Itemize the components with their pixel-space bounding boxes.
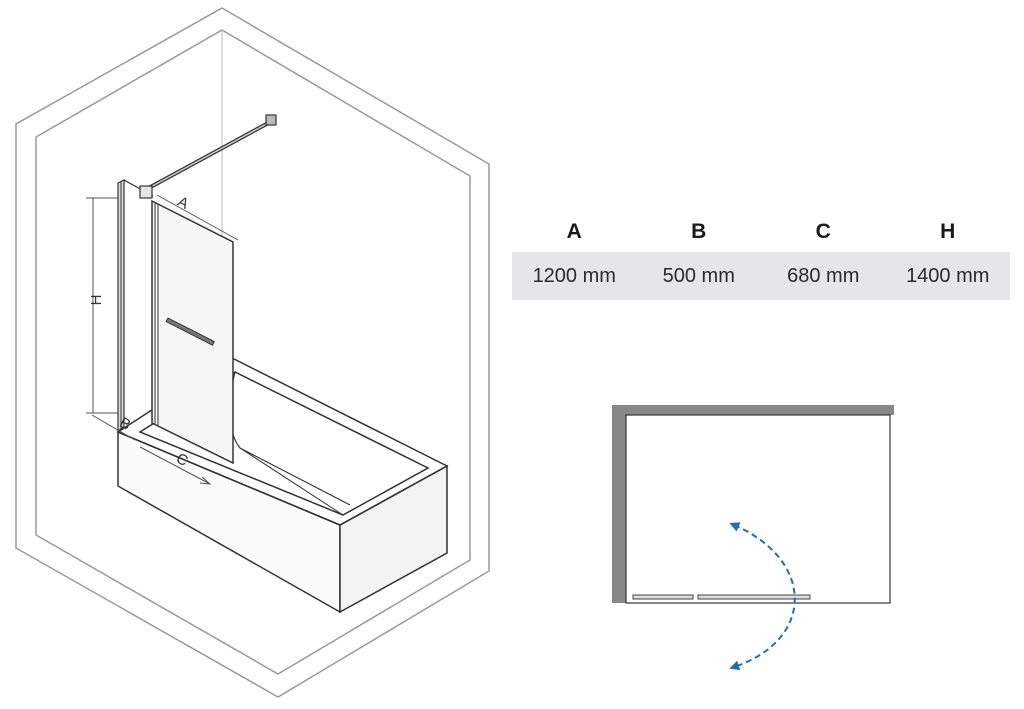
- dimensions-table: A B C H 1200 mm 500 mm 680 mm 1400 mm: [512, 212, 1010, 300]
- dimension-value-b: 500 mm: [636, 252, 761, 300]
- dimension-value-a: 1200 mm: [512, 252, 637, 300]
- dimension-header-b: B: [691, 220, 707, 243]
- plan-wall-left: [612, 405, 626, 603]
- dimensions-value-row: 1200 mm 500 mm 680 mm 1400 mm: [512, 252, 1010, 300]
- room-outline: [15, 7, 490, 698]
- room-inner-outline: [35, 29, 471, 675]
- isometric-diagram: H A B C: [15, 7, 490, 698]
- dimension-c: [139, 446, 212, 485]
- dimension-header-a: A: [566, 220, 582, 243]
- bathtub-basin-edge: [239, 447, 344, 516]
- dimension-value-h: 1400 mm: [885, 252, 1010, 300]
- plan-bathtub-outline: [625, 414, 891, 604]
- plan-fixed-panel: [632, 594, 694, 600]
- dimension-header-h: H: [940, 220, 956, 243]
- towel-bar: [165, 317, 216, 346]
- plan-hinged-panel: [697, 594, 811, 600]
- dimension-header-c: C: [815, 220, 831, 243]
- dimension-a-label: A: [175, 193, 192, 213]
- support-bar-wall-bracket: [265, 114, 277, 126]
- plan-wall-top: [612, 405, 894, 415]
- dimension-a: [156, 194, 239, 241]
- dimension-h-label: H: [88, 295, 105, 306]
- dimension-h: [86, 197, 118, 414]
- support-bar-glass-clamp: [139, 185, 153, 199]
- bathtub-basin-curve: [229, 371, 351, 506]
- dimensions-header-row: A B C H: [512, 212, 1010, 252]
- dimension-b: [91, 414, 136, 441]
- fixed-glass-panel: [117, 179, 154, 433]
- plan-swing-arrow: [729, 522, 796, 671]
- support-bar: [139, 114, 277, 199]
- dimension-value-c: 680 mm: [761, 252, 886, 300]
- plan-view-diagram: [612, 405, 894, 671]
- hinged-glass-panel: [151, 199, 234, 465]
